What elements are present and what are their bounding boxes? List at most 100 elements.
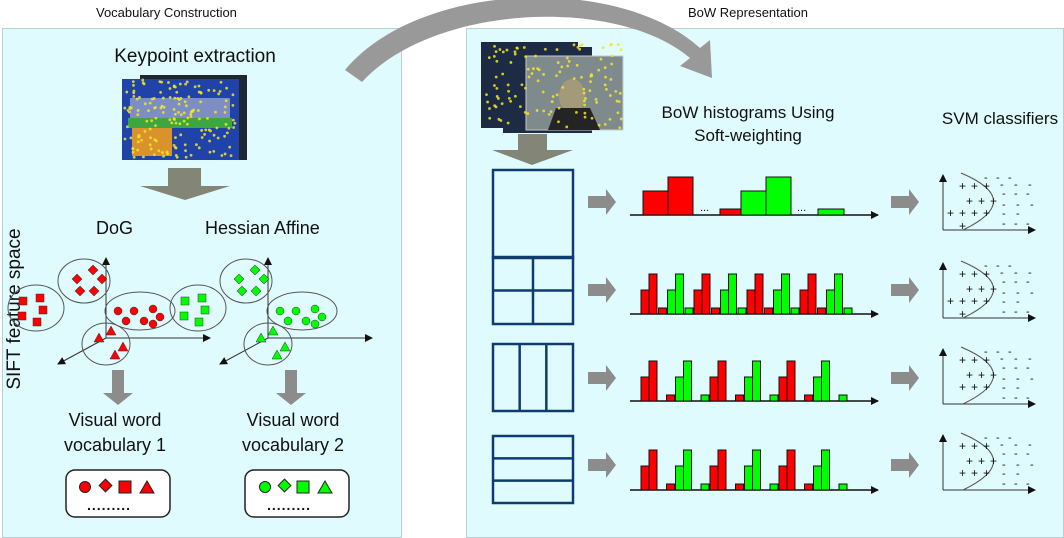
keypoint-dot [506, 121, 510, 125]
keypoint-dot [129, 136, 133, 140]
keypoint-dot [131, 150, 135, 154]
keypoint-dot [615, 99, 619, 103]
histogram-1x3 [630, 360, 879, 405]
keypoint-dot [501, 50, 505, 54]
svm-positive: + [983, 267, 990, 281]
svm-positive: + [959, 466, 966, 480]
circle-point [148, 319, 158, 329]
keypoint-dot [590, 73, 593, 76]
keypoint-dot [549, 110, 553, 114]
vocab-1-dots: ......... [87, 497, 131, 513]
square-point [38, 305, 48, 315]
keypoint-dot [594, 97, 598, 101]
keypoint-dot [509, 61, 513, 64]
keypoint-dot [582, 91, 586, 95]
keypoint-dot [231, 93, 235, 97]
keypoint-dot [608, 94, 612, 97]
square-point [194, 317, 204, 327]
keypoint-dot [132, 83, 135, 87]
keypoint-dot [223, 152, 227, 156]
svm-negative: - [1014, 478, 1018, 490]
spatial-grid-1x3 [491, 342, 575, 413]
keypoint-dot [583, 115, 587, 119]
keypoint-dot [177, 102, 181, 106]
keypoint-dot [173, 145, 177, 149]
keypoint-dot [168, 96, 172, 99]
hist-bar [720, 289, 729, 315]
circle-point [121, 316, 131, 326]
keypoint-dot [137, 133, 141, 137]
cluster-ellipse [7, 284, 65, 332]
keypoint-dot [487, 56, 491, 59]
svm-negative: - [1002, 306, 1006, 318]
circle-point [155, 312, 165, 322]
keypoint-dot [225, 131, 229, 135]
keypoint-dot [172, 143, 176, 147]
keypoint-dot [566, 64, 570, 68]
svm-negative: - [1028, 267, 1032, 279]
hist-bar [648, 360, 658, 402]
keypoint-dot [162, 154, 165, 158]
svm-positive: + [966, 282, 973, 296]
hist-bar [640, 465, 650, 491]
keypoint-dot [601, 46, 605, 50]
circle-point [113, 306, 123, 316]
keypoint-dot [225, 86, 229, 90]
keypoint-dot [618, 91, 622, 95]
hist-bar [709, 465, 719, 491]
histogram-2x2 [630, 273, 879, 318]
hist-bar [709, 376, 719, 402]
svm-negative: - [1030, 287, 1034, 299]
svm-negative: - [996, 346, 1000, 358]
hist-bar [778, 465, 788, 491]
circle-point [283, 316, 293, 326]
hist-bar [744, 465, 753, 491]
svm-negative: - [1014, 267, 1018, 279]
keypoint-dot [583, 111, 587, 115]
keypoint-dot [495, 86, 499, 90]
svm-positive: + [971, 294, 978, 308]
svm-negative: - [1002, 478, 1006, 490]
svm-positive: + [966, 368, 973, 382]
keypoint-dot [186, 116, 190, 120]
svm-positive: + [971, 267, 978, 281]
svm-positive: + [959, 179, 966, 193]
keypoint-dot [556, 61, 560, 64]
keypoint-dot [143, 102, 147, 106]
keypoint-dot [174, 136, 177, 140]
svm-negative: - [984, 432, 988, 444]
diamond-point [233, 273, 245, 285]
circle-point [310, 319, 320, 329]
svm-positive: + [966, 194, 973, 208]
keypoint-dot [185, 80, 189, 84]
svm-plots: +++++++++++-----------------+++++++++++-… [939, 172, 1036, 494]
svm-boundary [960, 432, 994, 491]
svm-negative: - [1008, 432, 1012, 444]
keypoint-dot [494, 50, 498, 53]
keypoint-dot [526, 67, 530, 71]
keypoint-dot [142, 155, 145, 159]
svm-negative: - [1026, 306, 1030, 318]
keypoint-dot [161, 96, 165, 100]
hist-bar [773, 289, 782, 315]
cluster-ellipse [169, 284, 227, 332]
histograms: ...... [630, 176, 879, 494]
vocab-2-dots: ......... [267, 497, 311, 513]
hist-bar [666, 394, 675, 402]
keypoint-dot [140, 138, 143, 142]
svm-negative: - [1014, 306, 1018, 318]
svm-positive: + [959, 353, 966, 367]
down-arrow-icon [492, 134, 573, 165]
svm-positive: + [959, 439, 966, 453]
keypoint-dot [184, 82, 188, 86]
keypoint-dot [167, 81, 170, 84]
svm-positive: + [971, 206, 978, 220]
keypoint-dot [555, 48, 559, 51]
vocabulary-2-box [244, 469, 350, 518]
keypoint-dot [187, 95, 191, 99]
circle-point [291, 306, 301, 316]
svm-negative: - [1028, 179, 1032, 191]
svm-negative: - [1016, 459, 1020, 471]
keypoint-dot [197, 146, 201, 150]
keypoint-dot [131, 147, 135, 151]
